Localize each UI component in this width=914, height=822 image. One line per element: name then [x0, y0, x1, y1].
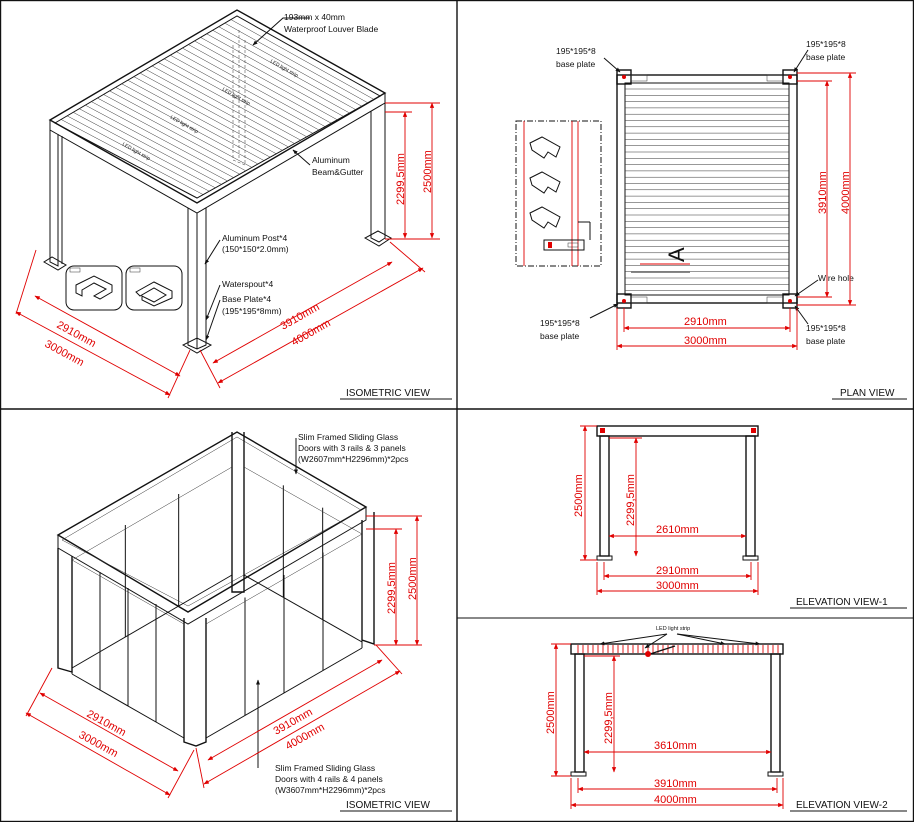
drawing-line	[71, 574, 233, 669]
post-callout-1: Aluminum Post*4	[222, 233, 287, 243]
door4-callout-3: (W3607mm*H2296mm)*2pcs	[275, 785, 386, 795]
drawing-line	[109, 90, 253, 168]
door3-callout-1: Slim Framed Sliding Glass	[298, 432, 398, 442]
elev1-dim-width-inner: 2910mm	[656, 565, 699, 577]
drawing-line	[60, 119, 204, 195]
drawing-line	[67, 115, 210, 192]
elev2-dim-width-inner: 3910mm	[654, 778, 697, 790]
drawing-line	[164, 58, 307, 138]
elev2-dim-height-outer: 2500mm	[545, 691, 557, 734]
drawing-line	[151, 65, 295, 144]
iso-bottom-panel: Slim Framed Sliding Glass Doors with 3 r…	[25, 431, 452, 812]
drawing-line	[170, 55, 314, 134]
elev1-dim-height-inner: 2299,5mm	[625, 474, 637, 526]
plate-callout-1: Base Plate*4	[222, 294, 271, 304]
beam-callout-2: Beam&Gutter	[312, 167, 364, 177]
spout-callout: Waterspout*4	[222, 279, 273, 289]
drawing-line	[71, 466, 233, 561]
plan-bp-br-1: 195*195*8	[806, 323, 846, 333]
elev2-dim-height-inner: 2299,5mm	[603, 692, 615, 744]
iso-top-dim-height-outer: 2500mm	[422, 150, 434, 193]
drawing-line	[103, 94, 246, 172]
plan-panel: A 195*195*8 base plate 195*195*8 base pl…	[515, 39, 907, 400]
elev2-led-label: LED light strip	[656, 626, 690, 632]
drawing-line	[205, 533, 363, 625]
drawing-line	[91, 101, 234, 178]
plan-wire-hole: Wire hole	[818, 273, 854, 283]
plate-callout-2: (195*195*8mm)	[222, 306, 282, 316]
drawing-line	[139, 72, 283, 151]
elevation-2-panel: LED light strip 2500mm 2299,5mm 3610mm 3…	[545, 626, 907, 812]
drawing-line	[243, 574, 363, 643]
drawing-line	[212, 30, 356, 110]
plan-bp-bl-1: 195*195*8	[540, 318, 580, 328]
plan-bp-br-2: base plate	[806, 336, 845, 346]
drawing-line	[243, 466, 363, 535]
elev1-title: ELEVATION VIEW-1	[796, 597, 888, 608]
drawing-line	[206, 33, 350, 114]
plan-bp-tl-1: 195*195*8	[556, 46, 596, 56]
drawing-line	[188, 44, 332, 124]
drawing-line	[176, 51, 320, 131]
drawing-line	[158, 62, 301, 141]
elev1-dim-width-outer: 3000mm	[656, 580, 699, 592]
iso-bottom-title: ISOMETRIC VIEW	[346, 800, 430, 811]
iso-top-panel: 193mm x 40mm Waterproof Louver Blade Alu…	[15, 9, 452, 400]
plan-bp-tr-2: base plate	[806, 52, 845, 62]
plan-dim-width-inner: 2910mm	[684, 316, 727, 328]
drawing-line	[127, 79, 271, 158]
door3-callout-3: (W2607mm*H2296mm)*2pcs	[298, 454, 409, 464]
elev2-louver-strip	[577, 645, 779, 653]
iso-bottom-dim-height-outer: 2500mm	[407, 557, 419, 600]
drawing-line	[200, 37, 344, 117]
elev2-dim-clear: 3610mm	[654, 740, 697, 752]
drawing-line	[224, 22, 368, 104]
iso-top-dim-height-inner: 2299,5mm	[395, 153, 407, 205]
door4-callout-2: Doors with 4 rails & 4 panels	[275, 774, 383, 784]
drawing-line	[73, 112, 216, 189]
beam-callout-1: Aluminum	[312, 155, 350, 165]
glass-door-panels	[71, 463, 363, 739]
plan-bp-tr-1: 195*195*8	[806, 39, 846, 49]
elevation-1-panel: 2500mm 2299,5mm 2610mm 2910mm 3000mm ELE…	[573, 425, 907, 609]
drawing-line	[182, 47, 326, 127]
drawing-line	[85, 104, 228, 182]
elev1-dim-height-outer: 2500mm	[573, 474, 585, 517]
drawing-line	[194, 40, 338, 121]
door3-callout-2: Doors with 3 rails & 3 panels	[298, 443, 406, 453]
drawing-line	[145, 69, 289, 148]
plan-title: PLAN VIEW	[840, 388, 895, 399]
iso-top-title: ISOMETRIC VIEW	[346, 388, 430, 399]
drawing-line	[115, 87, 259, 165]
posts	[49, 30, 386, 350]
plan-dim-length-outer: 4000mm	[840, 171, 852, 214]
door4-callout-1: Slim Framed Sliding Glass	[275, 763, 375, 773]
section-mark: A	[664, 247, 689, 262]
drawing-line	[218, 26, 362, 107]
post-callout-2: (150*150*2.0mm)	[222, 244, 289, 254]
drawing-line	[79, 108, 222, 185]
drawing-line	[121, 83, 265, 161]
plan-dim-length-inner: 3910mm	[817, 171, 829, 214]
louver-blades	[60, 19, 375, 195]
elev2-dim-width-outer: 4000mm	[654, 794, 697, 806]
plan-dim-width-outer: 3000mm	[684, 335, 727, 347]
elev2-title: ELEVATION VIEW-2	[796, 800, 888, 811]
drawing-line	[133, 76, 277, 155]
louver-callout-1: 193mm x 40mm	[284, 12, 345, 22]
plan-bp-bl-2: base plate	[540, 331, 579, 341]
drawing-line	[97, 97, 240, 175]
elev1-dim-clear: 2610mm	[656, 524, 699, 536]
drawing-line	[230, 19, 375, 100]
plan-bp-tl-2: base plate	[556, 59, 595, 69]
louver-callout-2: Waterproof Louver Blade	[284, 24, 378, 34]
iso-bottom-dim-height-inner: 2299,5mm	[386, 562, 398, 614]
plan-louvers	[625, 88, 789, 291]
